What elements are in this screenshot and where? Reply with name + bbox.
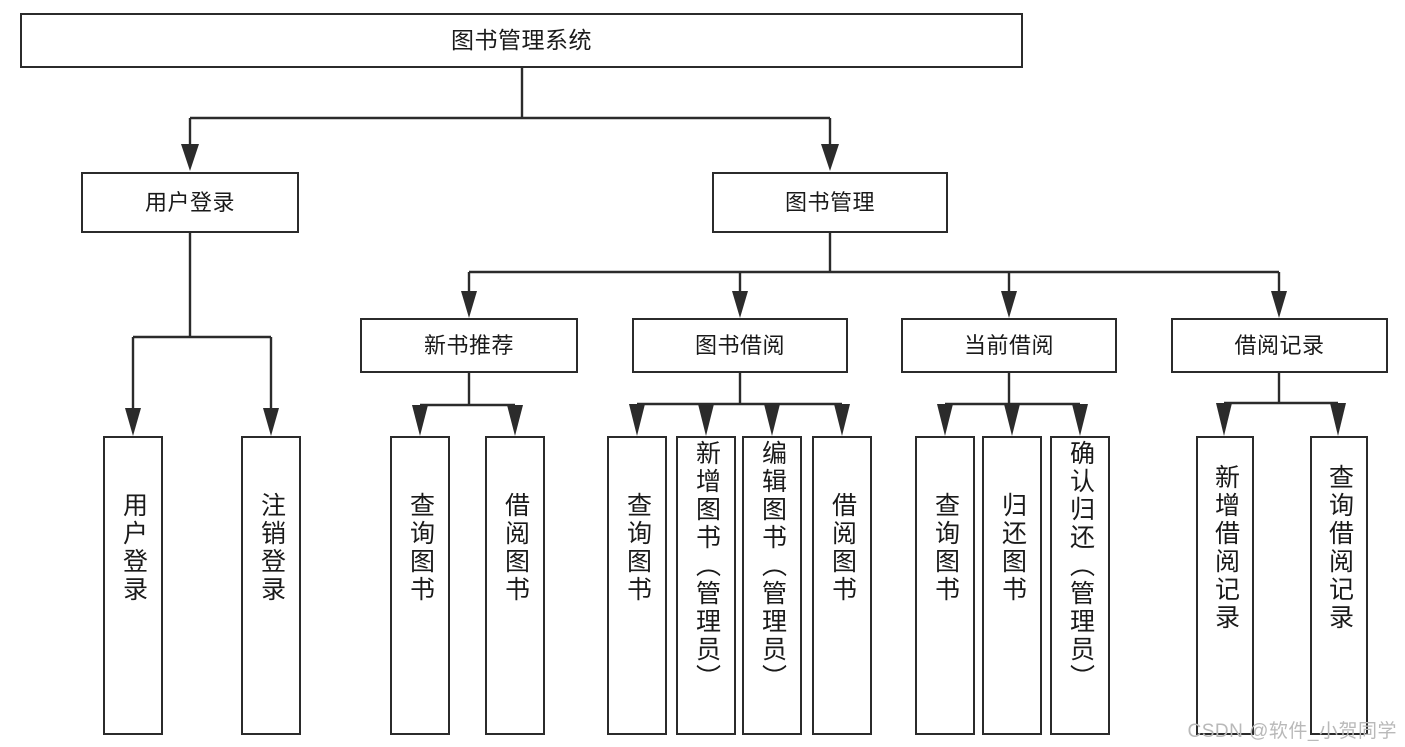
node-leaf-add-book-admin[interactable]: 新增图书（管理员）: [676, 436, 736, 735]
node-book-management-label: 图书管理: [784, 189, 875, 215]
arrowhead-leaf-add-borrow-record: [1216, 403, 1232, 436]
node-leaf-query-borrow-record-label: 查询借阅记录: [1325, 464, 1354, 632]
arrowhead-leaf-add-book-admin: [698, 404, 714, 436]
node-leaf-return-book[interactable]: 归还图书: [982, 436, 1042, 735]
node-root-system[interactable]: 图书管理系统: [20, 13, 1023, 68]
node-current-borrow-label: 当前借阅: [963, 332, 1054, 358]
node-leaf-query-book-2[interactable]: 查询图书: [607, 436, 667, 735]
arrowhead-leaf-query-borrow-record: [1330, 403, 1346, 436]
node-leaf-query-borrow-record[interactable]: 查询借阅记录: [1310, 436, 1368, 735]
node-borrow-record[interactable]: 借阅记录: [1171, 318, 1388, 373]
arrowhead-user-login: [181, 144, 199, 171]
node-leaf-query-book-1[interactable]: 查询图书: [390, 436, 450, 735]
node-leaf-add-borrow-record[interactable]: 新增借阅记录: [1196, 436, 1254, 735]
node-leaf-borrow-book-1[interactable]: 借阅图书: [485, 436, 545, 735]
node-borrow-record-label: 借阅记录: [1234, 332, 1325, 358]
node-leaf-borrow-book-1-label: 借阅图书: [501, 492, 530, 604]
node-leaf-user-login-label: 用户登录: [119, 492, 148, 604]
arrowhead-current-borrow: [1001, 291, 1017, 318]
watermark-text: CSDN @软件_小贺同学: [1187, 721, 1397, 742]
node-new-book-recommend-label: 新书推荐: [423, 332, 514, 358]
node-leaf-confirm-return-admin[interactable]: 确认归还（管理员）: [1050, 436, 1110, 735]
arrowhead-leaf-query-book-1: [412, 405, 428, 436]
node-leaf-edit-book-admin[interactable]: 编辑图书（管理员）: [742, 436, 802, 735]
arrowhead-borrow-record: [1271, 291, 1287, 318]
node-leaf-query-book-3-label: 查询图书: [931, 492, 960, 604]
node-leaf-logout-login[interactable]: 注销登录: [241, 436, 301, 735]
node-leaf-edit-book-admin-label: 编辑图书（管理员）: [758, 440, 787, 692]
node-leaf-user-login[interactable]: 用户登录: [103, 436, 163, 735]
arrowhead-leaf-borrow-book-1: [507, 405, 523, 436]
arrowhead-leaf-borrow-book-2: [834, 404, 850, 436]
arrowhead-leaf-return-book: [1004, 404, 1020, 436]
node-leaf-borrow-book-2-label: 借阅图书: [828, 492, 857, 604]
node-leaf-return-book-label: 归还图书: [998, 492, 1027, 604]
node-book-borrow-label: 图书借阅: [694, 332, 785, 358]
node-leaf-logout-login-label: 注销登录: [257, 492, 286, 604]
arrowhead-leaf-logout-login: [263, 408, 279, 436]
node-leaf-query-book-1-label: 查询图书: [406, 492, 435, 604]
arrowhead-leaf-confirm-return-admin: [1072, 404, 1088, 436]
node-leaf-confirm-return-admin-label: 确认归还（管理员）: [1066, 440, 1095, 692]
node-user-login[interactable]: 用户登录: [81, 172, 299, 233]
node-book-management[interactable]: 图书管理: [712, 172, 948, 233]
arrowhead-book-borrow: [732, 291, 748, 318]
arrowhead-leaf-query-book-3: [937, 404, 953, 436]
arrowhead-leaf-user-login: [125, 408, 141, 436]
node-user-login-label: 用户登录: [144, 189, 235, 215]
arrowhead-leaf-query-book-2: [629, 404, 645, 436]
node-leaf-add-borrow-record-label: 新增借阅记录: [1211, 464, 1240, 632]
node-leaf-query-book-3[interactable]: 查询图书: [915, 436, 975, 735]
arrowhead-book-management: [821, 144, 839, 171]
node-leaf-add-book-admin-label: 新增图书（管理员）: [692, 440, 721, 692]
node-root-system-label: 图书管理系统: [451, 26, 592, 53]
node-current-borrow[interactable]: 当前借阅: [901, 318, 1117, 373]
node-new-book-recommend[interactable]: 新书推荐: [360, 318, 578, 373]
node-book-borrow[interactable]: 图书借阅: [632, 318, 848, 373]
arrowhead-new-book-recommend: [461, 291, 477, 318]
node-leaf-query-book-2-label: 查询图书: [623, 492, 652, 604]
arrowhead-leaf-edit-book-admin: [764, 404, 780, 436]
node-leaf-borrow-book-2[interactable]: 借阅图书: [812, 436, 872, 735]
